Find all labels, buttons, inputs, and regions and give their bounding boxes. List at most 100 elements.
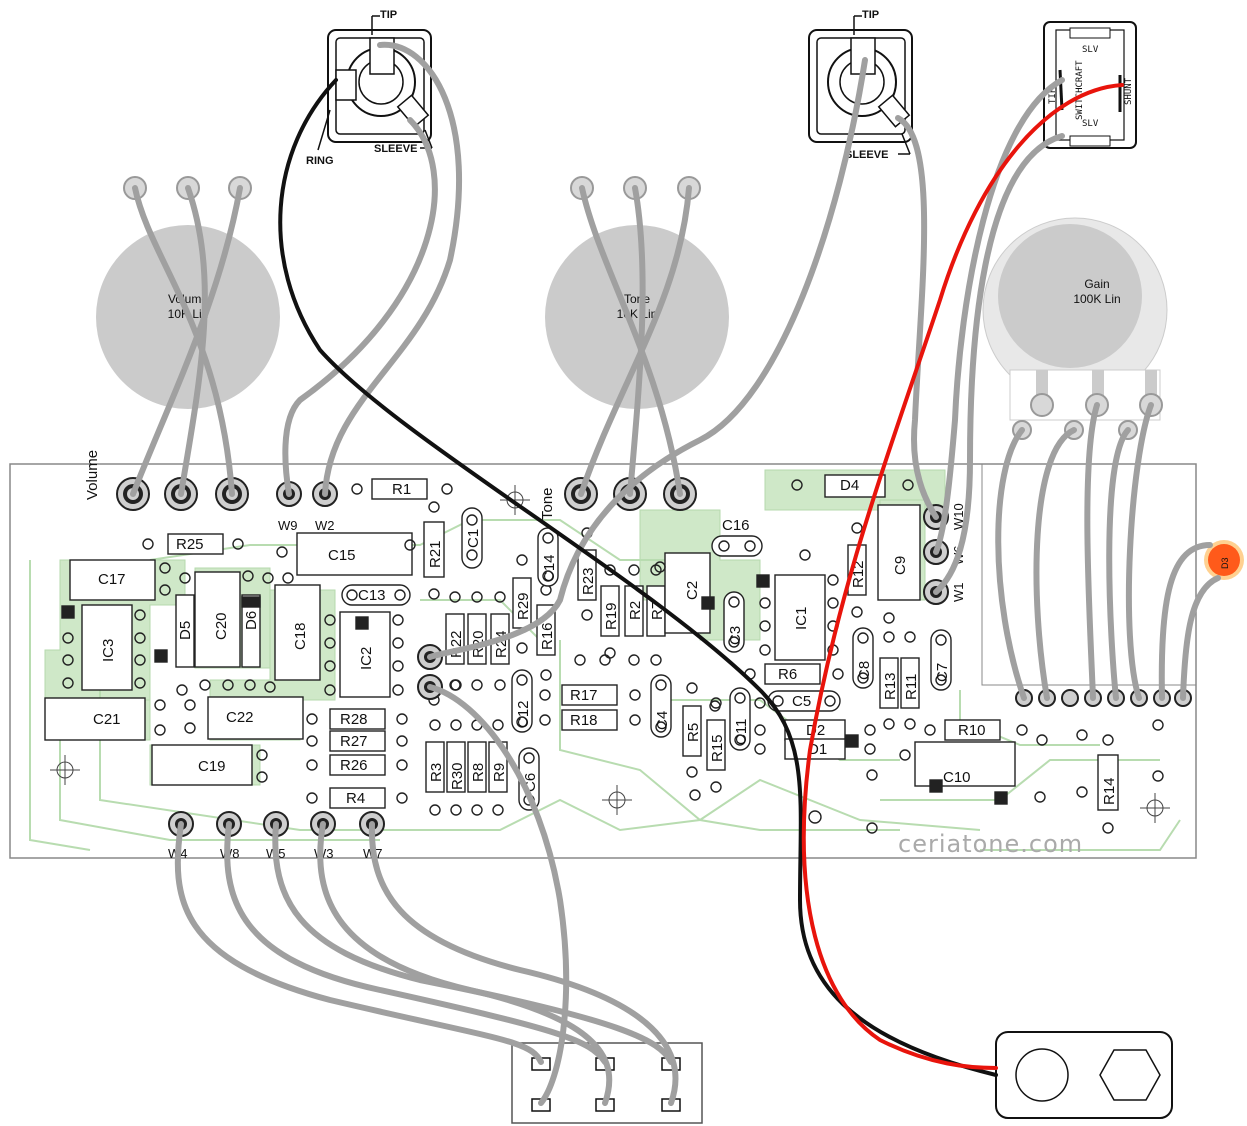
brand-label: ceriatone.com [898,830,1083,858]
label-r13: R13 [882,672,899,700]
label-c9: C9 [892,556,909,575]
label-r9: R9 [491,763,508,782]
resistor-r25 [142,533,244,555]
label-r15: R15 [709,734,726,762]
label-c15: C15 [328,547,356,564]
label-c16: C16 [722,517,750,534]
resistor-r27 [306,730,408,752]
resistor-r11 [900,631,920,730]
label-c3: C3 [727,626,744,645]
capacitor-c22 [184,696,304,740]
label-r30: R30 [449,762,466,790]
volume-pot[interactable]: Volume 10K Lin [96,176,280,409]
resistor-r28 [306,708,408,730]
capacitor-c16 [711,535,763,557]
resistor-r21 [423,501,445,600]
resistor-r10 [924,719,1028,741]
resistor-r6 [744,663,844,685]
label-ic1: IC1 [793,607,810,630]
diode-d1 [754,738,876,760]
gain-pot[interactable]: Gain 100K Lin [982,217,1168,440]
label-w1: W1 [951,583,966,603]
label-c21: C21 [93,711,121,728]
label-r25: R25 [176,536,204,553]
capacitor-c8 [852,627,874,689]
resistor-r5 [682,682,702,778]
gain-pot-name: Gain [1084,277,1109,291]
resistor-r17 [539,684,641,706]
label-r21: R21 [427,540,444,568]
label-c12: C12 [515,700,532,728]
label-c2: C2 [684,581,701,600]
capacitor-c12 [511,669,533,733]
ic2 [324,611,404,698]
capacitor-c11 [729,687,751,751]
resistor-r13 [879,631,899,730]
wires [130,41,1221,1106]
label-d5: D5 [177,621,194,640]
label-r2: R2 [627,601,644,620]
label-c17: C17 [98,571,126,588]
label-c7: C7 [934,663,951,682]
ic1 [756,574,839,661]
label-w2: W2 [315,518,335,533]
label-r10: R10 [958,722,986,739]
output-jack-sleeve: SLEEVE [845,149,888,161]
led-d3: D3 [1204,540,1244,580]
capacitor-c4 [650,674,672,738]
diode-d5 [175,572,195,668]
resistor-r9 [488,719,508,816]
label-r4: R4 [346,790,365,807]
label-r28: R28 [340,711,368,728]
label-r26: R26 [340,757,368,774]
label-c18: C18 [292,622,309,650]
resistor-r14 [1097,734,1119,834]
label-c14: C14 [541,554,558,582]
dc-jack[interactable]: SLV TIP SWITCHCRAFT SHUNT SLV [1043,21,1137,149]
input-jack-tip: TIP [380,9,397,21]
label-r17: R17 [570,687,598,704]
input-jack-ring: RING [306,155,334,167]
tone-pot-name: Tone [624,292,650,306]
capacitor-c21 [44,697,166,741]
gain-pot-value: 100K Lin [1073,292,1120,306]
label-r5: R5 [685,723,702,742]
capacitor-c13 [341,584,411,606]
label-d6: D6 [243,611,260,630]
output-jack-tip: TIP [862,9,879,21]
resistor-r30 [446,719,466,816]
label-w9: W9 [278,518,298,533]
label-r16: R16 [539,622,556,650]
label-c19: C19 [198,758,226,775]
label-c22: C22 [226,709,254,726]
resistor-r4 [306,787,408,809]
dc-jack-top-slv: SLV [1082,45,1099,55]
label-r27: R27 [340,733,368,750]
label-c8: C8 [856,661,873,680]
resistor-r1 [351,478,453,500]
resistor-r19 [600,564,620,659]
battery-snap[interactable] [995,1031,1173,1119]
resistor-r8 [467,719,487,816]
resistor-r3 [425,719,445,816]
diode-d4 [791,474,914,498]
label-r11: R11 [903,674,920,700]
label-ic2: IC2 [358,647,375,670]
label-r1: R1 [392,481,411,498]
label-c4: C4 [654,711,671,730]
diode-d6 [241,594,261,668]
input-jack[interactable]: TIP RING SLEEVE [306,9,433,167]
capacitor-c10 [899,741,1046,803]
label-d4: D4 [840,477,859,494]
resistor-r26 [306,754,408,776]
led-d3-label: D3 [1220,557,1230,569]
capacitor-c17 [69,559,171,601]
label-c13: C13 [358,587,386,604]
label-w3: W3 [314,846,334,861]
resistor-r15 [706,697,726,793]
capacitor-c20 [194,570,254,668]
capacitor-c18 [262,572,321,681]
capacitor-c15 [276,532,416,576]
label-tone-pcb: Tone [539,487,556,520]
